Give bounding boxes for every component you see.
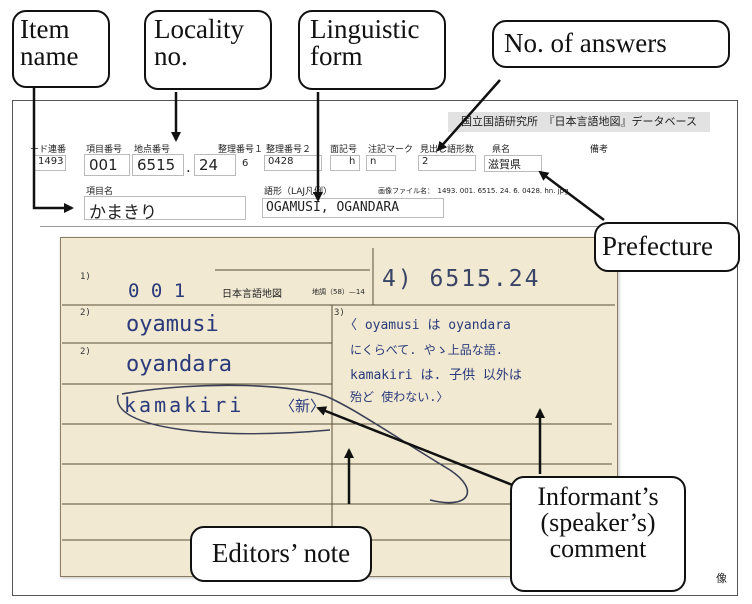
value-item-name: かまきり: [89, 203, 157, 223]
value-sort-no-2: 0428: [268, 156, 294, 167]
card-answer-3: kamakiri: [124, 393, 245, 417]
card-comment-line-1: 〈 oyamusi は oyandara: [344, 318, 511, 333]
field-locality-main[interactable]: 6515: [132, 154, 184, 176]
locality-dot: .: [186, 158, 191, 176]
callout-item-name: Item name: [12, 10, 110, 88]
callout-editors-note-text: Editors’ note: [211, 538, 351, 568]
callout-linguistic-form-text: Linguistic form: [310, 14, 420, 71]
label-prefecture: 県名: [492, 145, 511, 155]
field-form[interactable]: OGAMUSI, OGANDARA: [262, 198, 444, 218]
callout-locality-no-text: Locality no.: [154, 14, 244, 71]
label-sort-no-2: 整理番号２: [266, 145, 312, 155]
label-map-symbol: 面記号: [330, 145, 358, 155]
label-locality-no: 地点番号: [134, 145, 171, 155]
callout-no-of-answers-text: No. of answers: [504, 28, 667, 58]
card-row2-no: 2): [80, 308, 91, 318]
card-title: 日本言語地図: [222, 289, 282, 300]
database-header: 国立国語研究所 『日本言語地図』データベース: [448, 112, 710, 132]
callout-locality-no: Locality no.: [144, 10, 272, 90]
label-sort-no-1: 整理番号１: [218, 145, 264, 155]
value-sort-no-1: 6: [242, 158, 249, 169]
field-locality-sub[interactable]: 24: [194, 154, 236, 176]
callout-editors-note: Editors’ note: [190, 526, 372, 582]
card-row1-no: 1): [80, 272, 91, 282]
label-note-mark: 注記マーク: [368, 145, 414, 155]
card-row3-no: 2): [80, 347, 91, 357]
value-map-symbol: h: [349, 156, 356, 167]
callout-prefecture-text: Prefecture: [602, 231, 713, 261]
field-note-mark[interactable]: n: [366, 155, 396, 171]
callout-informant-comment-text: Informant’s (speaker’s) comment: [537, 482, 659, 563]
label-remarks: 備考: [590, 145, 609, 155]
card-new-mark: 〈新〉: [280, 397, 326, 415]
field-headword-count[interactable]: 2: [418, 155, 476, 171]
corner-glyph: 像: [716, 572, 727, 585]
divider: [40, 226, 700, 227]
value-headword-count: 2: [422, 156, 429, 167]
card-comment-line-2: にくらべて. やゝ上品な語.: [350, 343, 503, 357]
value-prefecture: 滋賀県: [488, 158, 521, 171]
value-note-mark: n: [370, 156, 377, 167]
value-locality-main: 6515: [137, 156, 176, 174]
label-image-file: 画像ファイル名： 1493. 001. 6515. 24. 6. 0428. h…: [378, 187, 569, 195]
value-locality-sub: 24: [199, 156, 219, 174]
callout-informant-comment: Informant’s (speaker’s) comment: [510, 476, 686, 592]
card-comment-line-3: kamakiri は. 子供 以外は: [350, 368, 522, 383]
card-answer-1: oyamusi: [126, 312, 219, 337]
value-form: OGAMUSI, OGANDARA: [266, 200, 400, 215]
label-item-name: 項目名: [86, 187, 114, 197]
card-comment-line-4: 殆ど 使わない.〉: [350, 390, 449, 404]
card-item-no: 0 0 1: [128, 280, 186, 302]
card-locality-no: 4) 6515.24: [382, 266, 541, 292]
field-sort-no-2[interactable]: 0428: [264, 155, 322, 171]
label-form: 語形（LAJ凡例）: [264, 187, 333, 197]
label-item-no: 項目番号: [86, 145, 123, 155]
field-prefecture[interactable]: 滋賀県: [484, 155, 542, 172]
card-comment-no: 3): [334, 308, 345, 318]
value-item-no: 001: [89, 156, 118, 174]
field-map-symbol[interactable]: h: [330, 155, 360, 171]
callout-prefecture: Prefecture: [594, 222, 740, 272]
callout-no-of-answers: No. of answers: [492, 20, 730, 68]
card-sub: 地調（58）—14: [312, 288, 365, 296]
field-item-no[interactable]: 001: [84, 154, 130, 176]
callout-item-name-text: Item name: [20, 14, 79, 71]
card-answer-2: oyandara: [126, 352, 232, 377]
callout-linguistic-form: Linguistic form: [298, 10, 446, 90]
field-item-name[interactable]: かまきり: [84, 196, 246, 223]
